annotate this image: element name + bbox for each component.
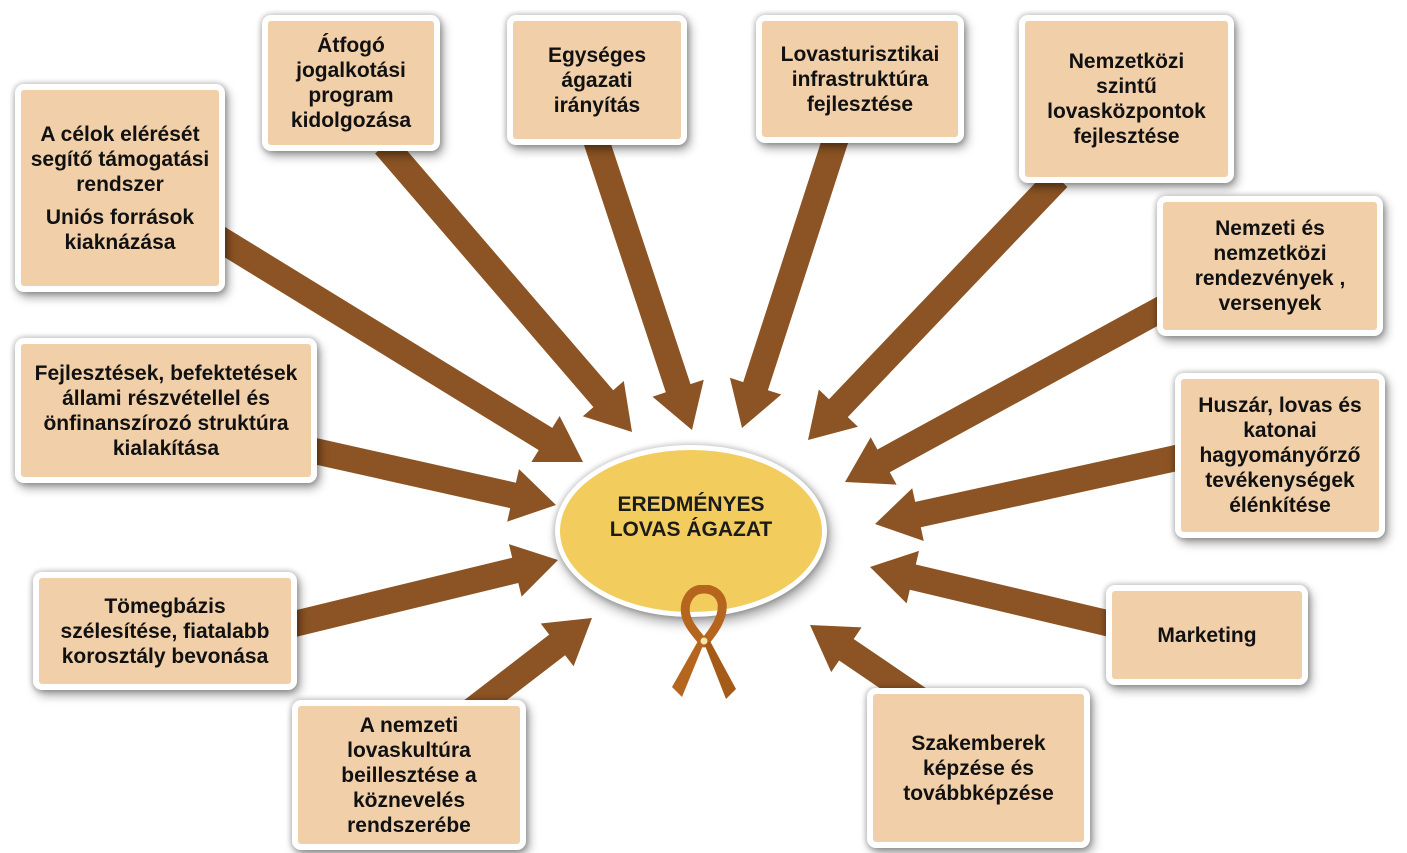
box-line: irányítás xyxy=(553,93,641,117)
box-line: Marketing xyxy=(1157,623,1257,647)
box-line: Fejlesztések, befektetések xyxy=(34,361,298,385)
box-line: Tömegbázis xyxy=(104,594,226,618)
box-line: fejlesztése xyxy=(1073,125,1180,148)
legislation-box: Átfogó jogalkotási program kidolgozása xyxy=(262,15,440,151)
support-system-box: A célok elérését segítő támogatási rends… xyxy=(15,84,225,292)
box-line: élénkítése xyxy=(1229,494,1331,517)
governance-box: Egységes ágazati irányítás xyxy=(507,15,687,145)
box-line: továbbképzése xyxy=(903,781,1054,805)
arrow-infrastructure xyxy=(729,134,849,428)
box-line: Szakemberek xyxy=(911,731,1046,755)
box-line: képzése és xyxy=(923,756,1034,780)
box-line: katonai xyxy=(1243,419,1317,442)
box-line: versenyek xyxy=(1218,292,1322,315)
box-line: rendezvények , xyxy=(1194,267,1346,290)
box-line: tevékenységek xyxy=(1205,469,1355,492)
events-box: Nemzeti és nemzetközi rendezvények , ver… xyxy=(1157,196,1383,336)
box-line: Nemzeti és xyxy=(1215,217,1325,240)
box-line: ágazati xyxy=(561,68,633,92)
central-goal-line: LOVAS ÁGAZAT xyxy=(609,518,773,541)
box-line: rendszerébe xyxy=(347,813,471,837)
ribbon-icon xyxy=(672,585,736,699)
arrow-investments xyxy=(307,437,556,522)
box-line: nemzetközi xyxy=(1213,242,1327,265)
box-line: Átfogó xyxy=(317,34,385,57)
box-line: önfinanszírozó struktúra xyxy=(43,411,289,435)
intl-centers-box: Nemzetközi szintű lovasközpontok fejlesz… xyxy=(1019,15,1234,183)
arrow-support xyxy=(198,218,583,462)
box-line: szintű xyxy=(1096,75,1157,98)
box-line: korosztály bevonása xyxy=(61,644,269,668)
arrow-hussar xyxy=(875,442,1193,541)
box-line: Nemzetközi xyxy=(1068,50,1185,73)
mass-base-box: Tömegbázis szélesítése, fiatalabb korosz… xyxy=(33,572,297,690)
box-line: Huszár, lovas és xyxy=(1198,394,1362,417)
box-line: Lovasturisztikai xyxy=(780,42,940,66)
investments-box: Fejlesztések, befektetések állami részvé… xyxy=(15,338,317,483)
central-goal-line: EREDMÉNYES xyxy=(617,493,765,516)
box-line: fejlesztése xyxy=(806,92,914,116)
box-line: kiaknázása xyxy=(64,230,176,254)
box-line: infrastruktúra xyxy=(791,67,929,91)
box-line: jogalkotási xyxy=(296,59,406,82)
arrow-mass-base xyxy=(286,544,558,638)
box-line: hagyományőrző xyxy=(1199,444,1361,467)
infrastructure-box: Lovasturisztikai infrastruktúra fejleszt… xyxy=(756,15,964,143)
box-line: A célok elérését xyxy=(40,122,200,146)
education-box: A nemzeti lovaskultúra beillesztése a kö… xyxy=(292,700,526,850)
training-box: Szakemberek képzése és továbbképzése xyxy=(867,688,1090,848)
box-line: segítő támogatási xyxy=(30,147,210,171)
box-line: Egységes xyxy=(547,43,647,67)
arrow-marketing xyxy=(870,550,1118,638)
box-line: lovaskultúra xyxy=(347,738,471,762)
box-line: beillesztése a xyxy=(341,763,477,787)
box-line: A nemzeti xyxy=(359,713,459,737)
box-line: köznevelés xyxy=(352,788,466,812)
arrow-legislation xyxy=(375,136,632,432)
box-line: Uniós források xyxy=(45,205,195,229)
box-line: kialakítása xyxy=(112,436,220,460)
arrow-education xyxy=(462,618,592,723)
marketing-box: Marketing xyxy=(1106,585,1308,685)
arrow-events xyxy=(845,288,1185,485)
box-line: szélesítése, fiatalabb xyxy=(60,619,270,643)
box-line: kidolgozása xyxy=(290,109,412,132)
box-line: program xyxy=(308,84,394,107)
hussar-box: Huszár, lovas és katonai hagyományőrző t… xyxy=(1175,373,1385,538)
box-line: rendszer xyxy=(76,172,164,196)
arrow-intl-centers xyxy=(808,169,1068,440)
box-line: állami részvétellel és xyxy=(62,386,270,410)
box-line: lovasközpontok xyxy=(1047,100,1206,123)
arrow-governance xyxy=(583,135,704,430)
